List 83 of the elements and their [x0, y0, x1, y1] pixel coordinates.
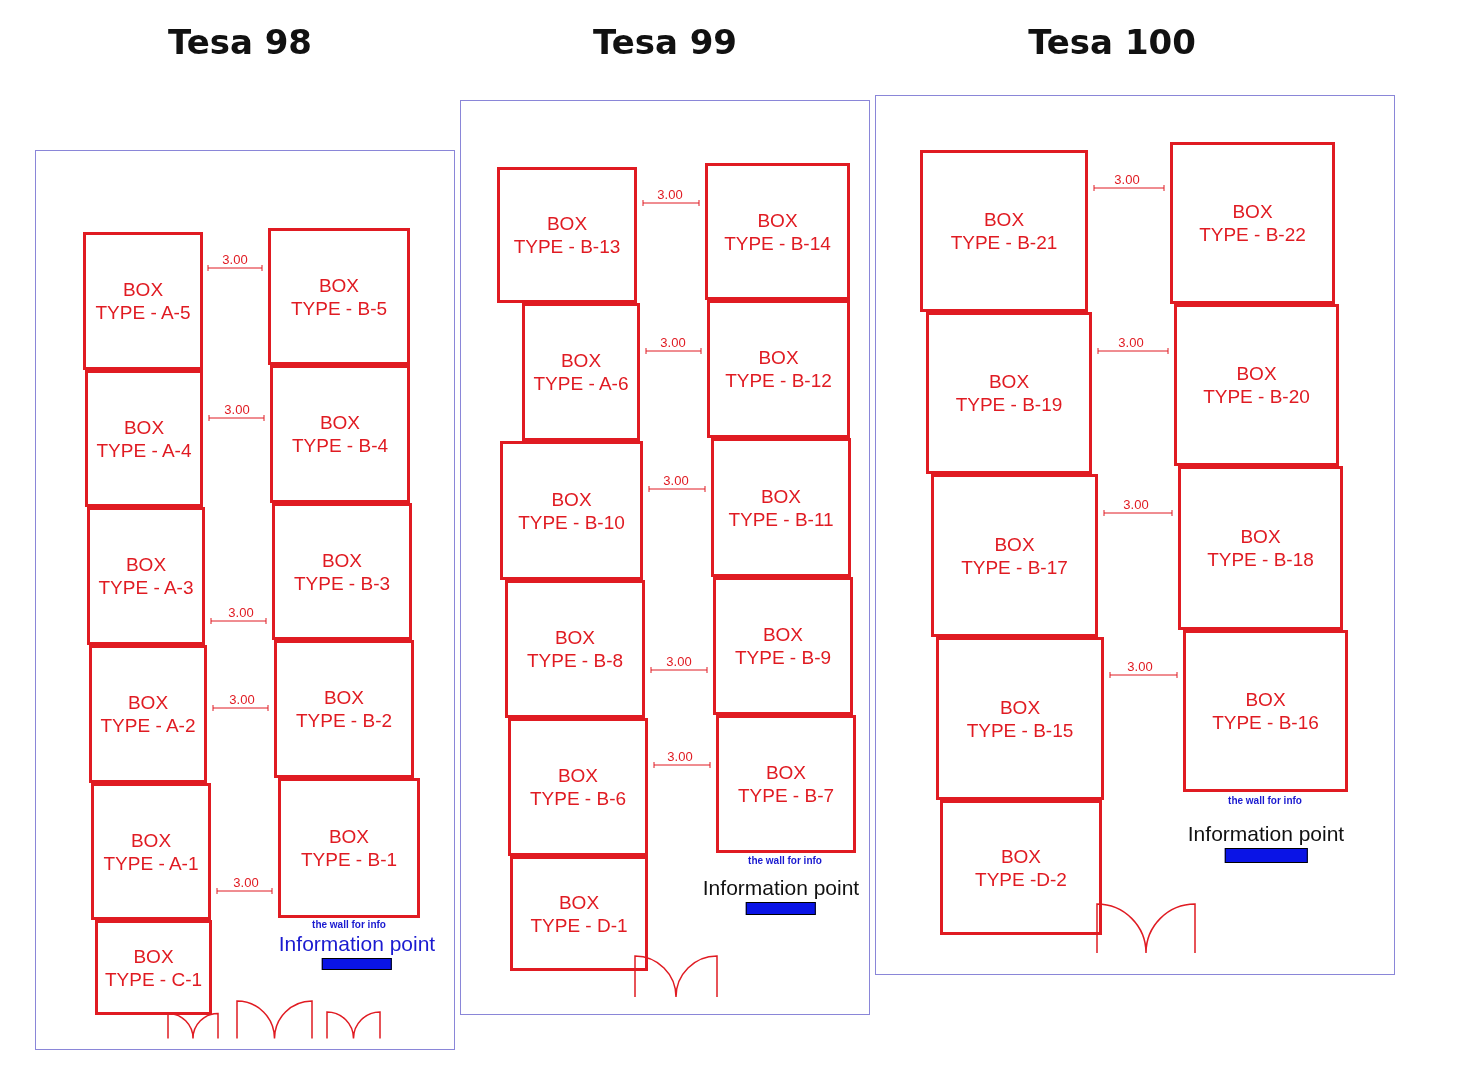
hall-title: Tesa 99: [592, 22, 738, 62]
dimension-value: 3.00: [657, 187, 683, 202]
box-label: BOX TYPE - A-6: [533, 349, 629, 395]
box-label: BOX TYPE -D-2: [975, 844, 1067, 891]
dimension-value: 3.00: [666, 654, 692, 669]
storage-box: [1174, 304, 1339, 466]
storage-box: [1178, 466, 1343, 630]
box-label: BOX TYPE - C-1: [104, 944, 203, 991]
dimension-value: 3.00: [1118, 335, 1144, 350]
dimension-value: 3.00: [660, 335, 686, 350]
box-label: BOX TYPE - B-15: [966, 695, 1074, 742]
dimension-value: 3.00: [1127, 659, 1153, 674]
box-label: BOX TYPE - B-14: [724, 208, 831, 255]
box-label: BOX TYPE - B-22: [1199, 200, 1306, 246]
storage-box: [89, 645, 207, 783]
box-label: BOX TYPE - B-2: [295, 686, 393, 732]
box-label: BOX TYPE - A-1: [103, 828, 199, 875]
storage-box: [707, 300, 850, 438]
box-label: BOX TYPE - B-8: [526, 626, 624, 672]
storage-box: [268, 228, 410, 365]
storage-box: [510, 856, 648, 971]
storage-box: [713, 577, 853, 715]
box-label: BOX TYPE - A-2: [100, 691, 196, 737]
storage-box: [95, 920, 212, 1015]
box-label: BOX TYPE - A-3: [98, 553, 194, 599]
box-label: BOX TYPE - B-12: [725, 346, 832, 392]
box-label: BOX TYPE - B-19: [955, 370, 1063, 416]
hall-title: Tesa 98: [167, 22, 313, 62]
dimension-value: 3.00: [229, 692, 255, 707]
storage-box: [522, 303, 640, 441]
dimension-value: 3.00: [1123, 497, 1149, 512]
box-label: BOX TYPE - B-7: [737, 761, 835, 807]
box-label: BOX TYPE - B-16: [1212, 688, 1319, 734]
box-label: BOX TYPE - B-13: [513, 212, 621, 258]
hall-title: Tesa 100: [1028, 22, 1196, 62]
storage-box: [705, 163, 850, 300]
box-label: BOX TYPE - B-10: [518, 487, 625, 534]
storage-box: [931, 474, 1098, 637]
box-label: BOX TYPE - B-17: [961, 532, 1068, 579]
storage-box: [711, 438, 851, 577]
box-label: BOX TYPE - B-5: [290, 273, 388, 320]
box-label: BOX TYPE - D-1: [530, 890, 628, 937]
box-label: BOX TYPE - B-3: [293, 548, 391, 595]
storage-box: [83, 232, 203, 370]
storage-box: [270, 365, 410, 503]
dimension-value: 3.00: [1114, 172, 1140, 187]
box-label: BOX TYPE - A-4: [96, 415, 192, 462]
box-label: BOX TYPE - A-5: [95, 278, 191, 324]
info-point-label: Information point: [702, 876, 860, 900]
storage-box: [505, 580, 645, 718]
box-label: BOX TYPE - B-4: [291, 411, 389, 457]
dimension-value: 3.00: [233, 875, 259, 890]
box-label: BOX TYPE - B-1: [300, 825, 398, 871]
storage-box: [1170, 142, 1335, 304]
storage-box: [87, 507, 205, 645]
dimension-value: 3.00: [224, 402, 250, 417]
storage-box: [497, 167, 637, 303]
wall-note: the wall for info: [312, 919, 386, 930]
storage-box: [508, 718, 648, 856]
storage-box: [940, 800, 1102, 935]
storage-box: [85, 370, 203, 507]
dimension-value: 3.00: [228, 605, 254, 620]
storage-box: [91, 783, 211, 920]
dimension-value: 3.00: [667, 749, 693, 764]
box-label: BOX TYPE - B-6: [529, 764, 627, 810]
storage-box: [926, 312, 1092, 474]
box-label: BOX TYPE - B-9: [734, 623, 832, 669]
box-label: BOX TYPE - B-11: [728, 484, 834, 531]
storage-box: [936, 637, 1104, 800]
box-label: BOX TYPE - B-20: [1203, 362, 1310, 408]
dimension-value: 3.00: [663, 473, 689, 488]
info-point-label: Information point: [278, 932, 436, 956]
dimension-value: 3.00: [222, 252, 248, 267]
storage-box: [278, 778, 420, 918]
storage-box: [1183, 630, 1348, 792]
box-label: BOX TYPE - B-21: [950, 208, 1058, 254]
box-label: BOX TYPE - B-18: [1207, 525, 1314, 571]
storage-box: [274, 640, 414, 778]
storage-box: [716, 715, 856, 853]
storage-box: [500, 441, 643, 580]
storage-box: [272, 503, 412, 640]
storage-box: [920, 150, 1088, 312]
info-point-label: Information point: [1187, 822, 1345, 846]
